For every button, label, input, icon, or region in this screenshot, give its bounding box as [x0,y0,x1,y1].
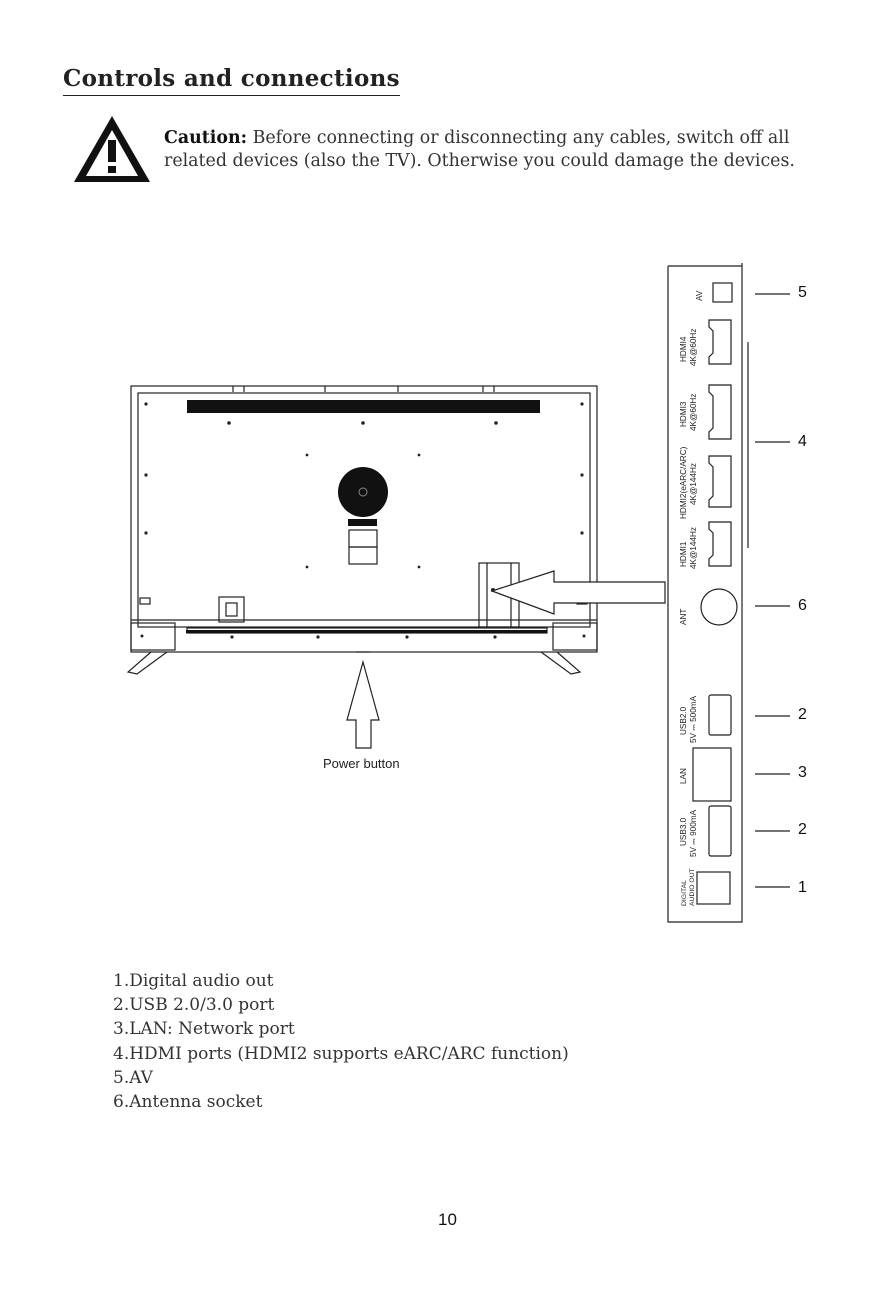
speaker-grille [338,467,388,517]
port-label-hdmi3-spec: 4K@60Hz [689,393,698,431]
port-label-usb2-spec: 5V ⎓ 500mA [689,695,698,743]
callout-5: 5 [798,284,807,301]
callout-1: 1 [798,879,807,896]
port-label-hdmi2: HDMI2(eARC/ARC) [679,446,688,519]
connections-legend: 1.Digital audio out 2.USB 2.0/3.0 port 3… [113,969,569,1114]
callout-6: 6 [798,597,807,614]
port-label-hdmi4-spec: 4K@60Hz [689,328,698,366]
caution-body: Before connecting or disconnecting any c… [164,128,795,171]
port-label-av: AV [695,290,704,301]
port-label-hdmi1-spec: 4K@144Hz [689,527,698,569]
port-label-usb3: USB3.0 [679,817,688,846]
port-label-usb2: USB2.0 [679,706,688,735]
port-label-hdmi2-spec: 4K@144Hz [689,463,698,505]
callout-2-usb2: 2 [798,706,807,723]
callout-4: 4 [798,433,807,450]
legend-item: 5.AV [113,1067,153,1088]
connection-panel [667,263,743,923]
port-label-usb3-spec: 5V ⎓ 900mA [689,809,698,857]
caution-label: Caution: [164,128,248,148]
top-black-strip [187,400,540,413]
port-label-ant: ANT [679,608,688,625]
page-title: Controls and connections [63,64,400,96]
legend-item: 3.LAN: Network port [113,1019,295,1040]
legend-item: 4.HDMI ports (HDMI2 supports eARC/ARC fu… [113,1043,569,1064]
legend-item: 6.Antenna socket [113,1092,263,1113]
port-label-hdmi1: HDMI1 [679,541,688,567]
callout-2-usb3: 2 [798,821,807,838]
port-label-lan: LAN [679,768,688,784]
caution-text: Caution: Before connecting or disconnect… [164,127,824,173]
port-label-digital-line2: AUDIO OUT [689,868,696,906]
power-button-label: Power button [323,756,400,771]
legend-item: 1.Digital audio out [113,971,274,991]
callout-3: 3 [798,764,807,781]
warning-triangle-icon [74,116,150,182]
port-label-hdmi4: HDMI4 [679,336,688,362]
panel-pointer-arrow [490,570,666,615]
page-number: 10 [438,1210,457,1229]
legend-item: 2.USB 2.0/3.0 port [113,995,275,1016]
port-label-hdmi3: HDMI3 [679,401,688,427]
power-button-arrow [346,659,380,749]
